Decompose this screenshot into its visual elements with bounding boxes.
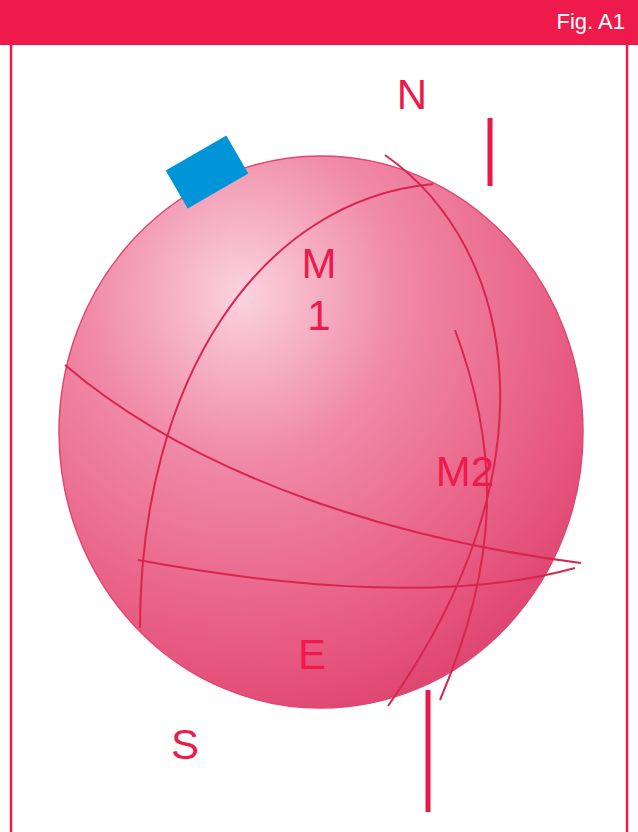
pole-label: S (171, 719, 199, 772)
frame-line (10, 45, 13, 832)
blue-marker (166, 135, 249, 208)
figure-title: Fig. A1 (557, 8, 625, 36)
meridian-label: M2 (436, 446, 494, 499)
header-bar (0, 0, 638, 45)
great-circles (65, 155, 581, 706)
axis-line (488, 118, 493, 186)
equator-label: E (298, 629, 326, 682)
frame-line (626, 45, 629, 832)
axis-line (426, 690, 431, 812)
meridian-label: M 1 (292, 238, 347, 343)
pole-label: N (397, 69, 427, 122)
sphere (59, 156, 583, 708)
